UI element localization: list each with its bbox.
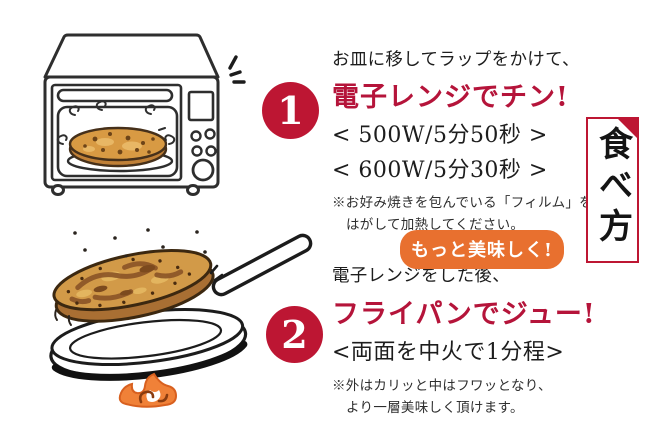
pan-handle xyxy=(211,233,313,297)
step-1-number: 1 xyxy=(277,87,304,133)
flame-icon xyxy=(118,372,178,408)
step-1-text-block: お皿に移してラップをかけて、 電子レンジでチン! < 500W/5分50秒 > … xyxy=(332,46,593,233)
step-1-note-line-1: ※お好み焼きを包んでいる「フィルム」を xyxy=(332,195,593,211)
microwave-leg xyxy=(51,184,65,196)
step-1-number-badge: 1 xyxy=(262,82,319,139)
pan-body xyxy=(49,308,248,381)
step-2-number: 2 xyxy=(281,311,308,357)
microwave-button xyxy=(204,128,216,140)
crumb-strokes-icon xyxy=(54,309,72,326)
step-2-text-block: 電子レンジをした後、 フライパンでジュー! <両面を中火で1分程> ※外はカリッ… xyxy=(332,262,596,416)
step-1-detail-600w: < 600W/5分30秒 > xyxy=(332,158,548,183)
how-to-eat-label-box: 食べ方 xyxy=(586,117,639,263)
frying-pan-illustration xyxy=(49,228,313,408)
step-2-number-badge: 2 xyxy=(266,306,323,363)
microwave-top xyxy=(43,33,220,79)
microwave-button xyxy=(190,130,202,142)
okonomiyaki-flipping xyxy=(52,248,215,323)
step-2-intro: 電子レンジをした後、 xyxy=(332,266,510,286)
how-to-eat-label: 食べ方 xyxy=(592,126,633,249)
okonomiyaki-in-microwave xyxy=(68,126,168,168)
microwave-leg xyxy=(186,184,200,196)
microwave-button xyxy=(205,145,217,157)
more-delicious-badge: もっと美味しく! xyxy=(400,230,564,269)
microwave-display xyxy=(187,90,215,122)
step-1-note-line-2: はがして加熱してください。 xyxy=(346,217,525,233)
sizzle-dots-icon xyxy=(73,228,207,258)
step-2-headline: フライパンでジュー! xyxy=(332,299,596,330)
step-2-note-line-1: ※外はカリッと中はフワッとなり、 xyxy=(332,378,552,394)
folded-corner-icon xyxy=(618,119,637,138)
ding-marks-icon xyxy=(228,55,246,84)
step-1-intro: お皿に移してラップをかけて、 xyxy=(332,50,580,70)
step-2-detail: <両面を中火で1分程> xyxy=(332,340,565,365)
steam-icon xyxy=(56,100,176,145)
microwave-handle xyxy=(56,88,174,103)
microwave-dial xyxy=(191,158,215,182)
step-1-headline: 電子レンジでチン! xyxy=(332,82,569,113)
step-1-detail-500w: < 500W/5分50秒 > xyxy=(332,123,548,148)
microwave-button xyxy=(191,145,203,157)
microwave-illustration xyxy=(43,33,246,196)
motion-strokes-icon xyxy=(209,264,224,282)
step-2-note-line-2: より一層美味しく頂けます。 xyxy=(346,400,524,416)
